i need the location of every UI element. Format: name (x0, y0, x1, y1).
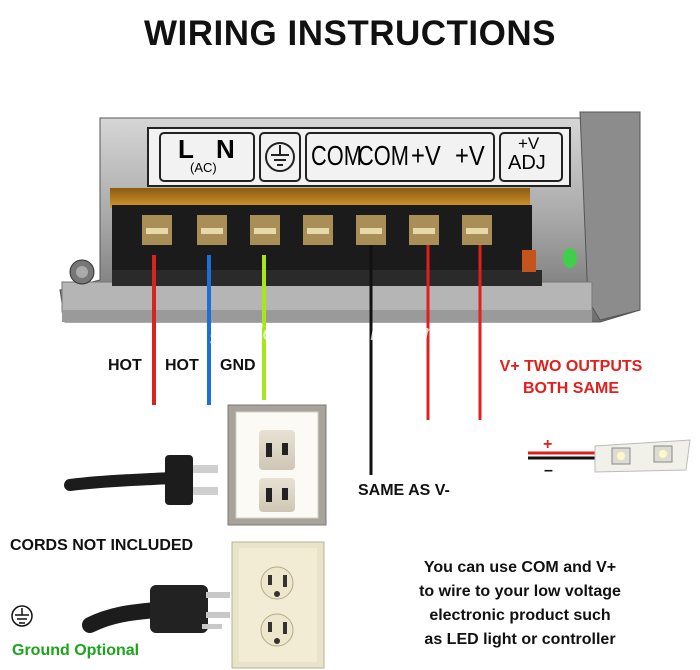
ground-optional-label: Ground Optional (12, 642, 140, 659)
cords-note: CORDS NOT INCLUDED (10, 537, 194, 554)
terminal-screw-com1 (303, 215, 333, 245)
led-strip-icon (528, 439, 691, 473)
terminal-label-l: L (178, 134, 194, 164)
label-same-as: SAME AS V- (358, 482, 450, 499)
info-line-2: to wire to your low voltage (419, 583, 621, 600)
terminal-screws (142, 215, 492, 245)
two-prong-plug-icon (64, 455, 218, 505)
info-line-3: electronic product such (429, 607, 611, 624)
terminal-screw-n (197, 215, 227, 245)
two-slot-outlet-icon (227, 404, 327, 526)
terminal-label-adj-top: +V (518, 134, 540, 153)
terminal-label-vplus1: +V (411, 140, 441, 171)
terminal-screw-l (142, 215, 172, 245)
terminal-label-com2: COM (358, 140, 409, 171)
terminal-screw-com2 (356, 215, 386, 245)
info-text: You can use COM and V+ to wire to your l… (370, 556, 670, 652)
led-plus-label: + (543, 436, 553, 453)
terminal-screw-vplus2 (462, 215, 492, 245)
page-title: WIRING INSTRUCTIONS (144, 14, 556, 53)
ground-symbol-label (265, 142, 295, 172)
terminal-screw-vplus1 (409, 215, 439, 245)
three-slot-outlet-icon (231, 541, 325, 669)
terminal-screw-ground (250, 215, 280, 245)
terminal-label-vplus2: +V (455, 140, 485, 171)
label-gnd: GND (220, 357, 256, 374)
label-vplus-outputs-line1: V+ TWO OUTPUTS (499, 358, 643, 375)
three-prong-plug-icon (82, 585, 230, 633)
terminal-label-adj-bottom: ADJ (508, 152, 546, 174)
label-vplus-outputs-line2: BOTH SAME (523, 380, 619, 397)
earth-ground-icon (11, 605, 33, 627)
info-line-4: as LED light or controller (424, 631, 616, 648)
led-minus-label: – (544, 462, 553, 479)
label-hot-1: HOT (108, 357, 142, 374)
label-hot-2: HOT (165, 357, 199, 374)
terminal-label-n: N (216, 134, 235, 164)
terminal-label-com1: COM (311, 140, 362, 171)
info-line-1: You can use COM and V+ (423, 559, 617, 576)
terminal-label-ac: (AC) (190, 160, 217, 175)
watermark: grluxled.en.alibaba.com (210, 320, 443, 345)
label-vplus-outputs: V+ TWO OUTPUTS BOTH SAME (486, 356, 656, 400)
